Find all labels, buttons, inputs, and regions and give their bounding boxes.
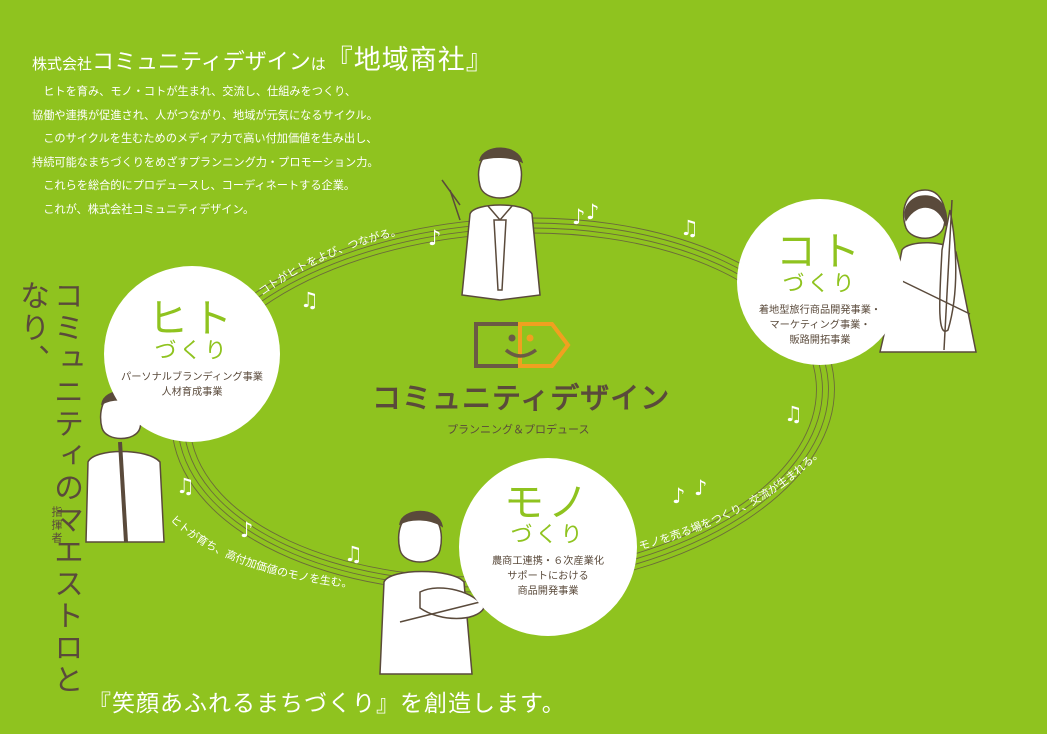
music-note-icon: ♪ [672, 484, 686, 508]
path-label-bottom-right: モノを売る場をつくり、交流が生まれる。 [637, 446, 823, 553]
node-description: 農商工連携・６次産業化 サポートにおける 商品開発事業 [491, 556, 605, 597]
path-label-top: コトがヒトをよび、つながる。 [256, 225, 402, 299]
violinist-illustration [379, 510, 505, 675]
intro-line: これが、株式会社コミュニティデザイン。 [32, 202, 255, 216]
conductor-illustration [441, 147, 541, 301]
intro-line: 持続可能なまちづくりをめざすプランニング力・プロモーション力。 [32, 155, 379, 169]
node-koto: コト づくり 着地型旅行商品開発事業・ マーケティング事業・ 販路開拓事業 [737, 199, 903, 365]
vertical-ruby-label: 指揮者 [50, 506, 63, 545]
logo-company-name: コミュニティデザイン [372, 381, 671, 415]
music-note-icon: ♪ [240, 518, 254, 542]
path-label-bottom-left: ヒトが育ち、高付加価値のモノを生む。 [168, 513, 354, 591]
cellist-illustration [879, 189, 977, 353]
page-title: 株式会社コミュニティデザインは『地域商社』 [32, 45, 494, 76]
node-title: ヒト [148, 296, 236, 342]
intro-line: このサイクルを生むためのメディア力で高い付加価値を生み出し、 [32, 132, 378, 146]
music-note-icon: ♫ [784, 402, 803, 426]
node-subtitle: づくり [782, 272, 858, 297]
music-note-icon: ♪ [694, 476, 708, 500]
intro-text: ヒトを育み、モノ・コトが生まれ、交流し、仕組みをつくり、 協働や連携が促進され、… [32, 80, 452, 222]
node-description: パーソナルブランディング事業 人材育成事業 [121, 372, 263, 398]
music-note-icon: ♪ [428, 226, 442, 250]
intro-line: ヒトを育み、モノ・コトが生まれ、交流し、仕組みをつくり、 [32, 85, 357, 98]
bottom-slogan: 『笑顔あふれるまちづくり』を創造します。 [88, 691, 566, 717]
music-note-icon: ♫ [680, 216, 699, 240]
node-title: コト [776, 229, 864, 275]
logo-tagline: プランニング＆プロデュース [447, 423, 590, 436]
node-description: 着地型旅行商品開発事業・ マーケティング事業・ 販路開拓事業 [758, 305, 882, 346]
vertical-slogan: コミュニティのマエストロとなり、 [14, 280, 83, 696]
node-title: モノ [504, 480, 592, 526]
music-note-icon: ♪ [572, 205, 586, 229]
node-hito: ヒト づくり パーソナルブランディング事業 人材育成事業 [104, 266, 280, 442]
node-subtitle: づくり [510, 523, 586, 548]
music-note-icon: ♫ [176, 474, 195, 498]
music-note-icon: ♫ [344, 542, 363, 566]
music-note-icon: ♪ [586, 200, 600, 224]
intro-line: 協働や連携が促進され、人がつながり、地域が元気になるサイクル。 [32, 108, 378, 122]
node-mono: モノ づくり 農商工連携・６次産業化 サポートにおける 商品開発事業 [459, 458, 637, 636]
node-subtitle: づくり [154, 339, 230, 364]
smiley-logo-icon [474, 322, 571, 368]
intro-line: これらを総合的にプロデュースし、コーディネートする企業。 [32, 179, 356, 193]
music-note-icon: ♫ [300, 288, 319, 312]
